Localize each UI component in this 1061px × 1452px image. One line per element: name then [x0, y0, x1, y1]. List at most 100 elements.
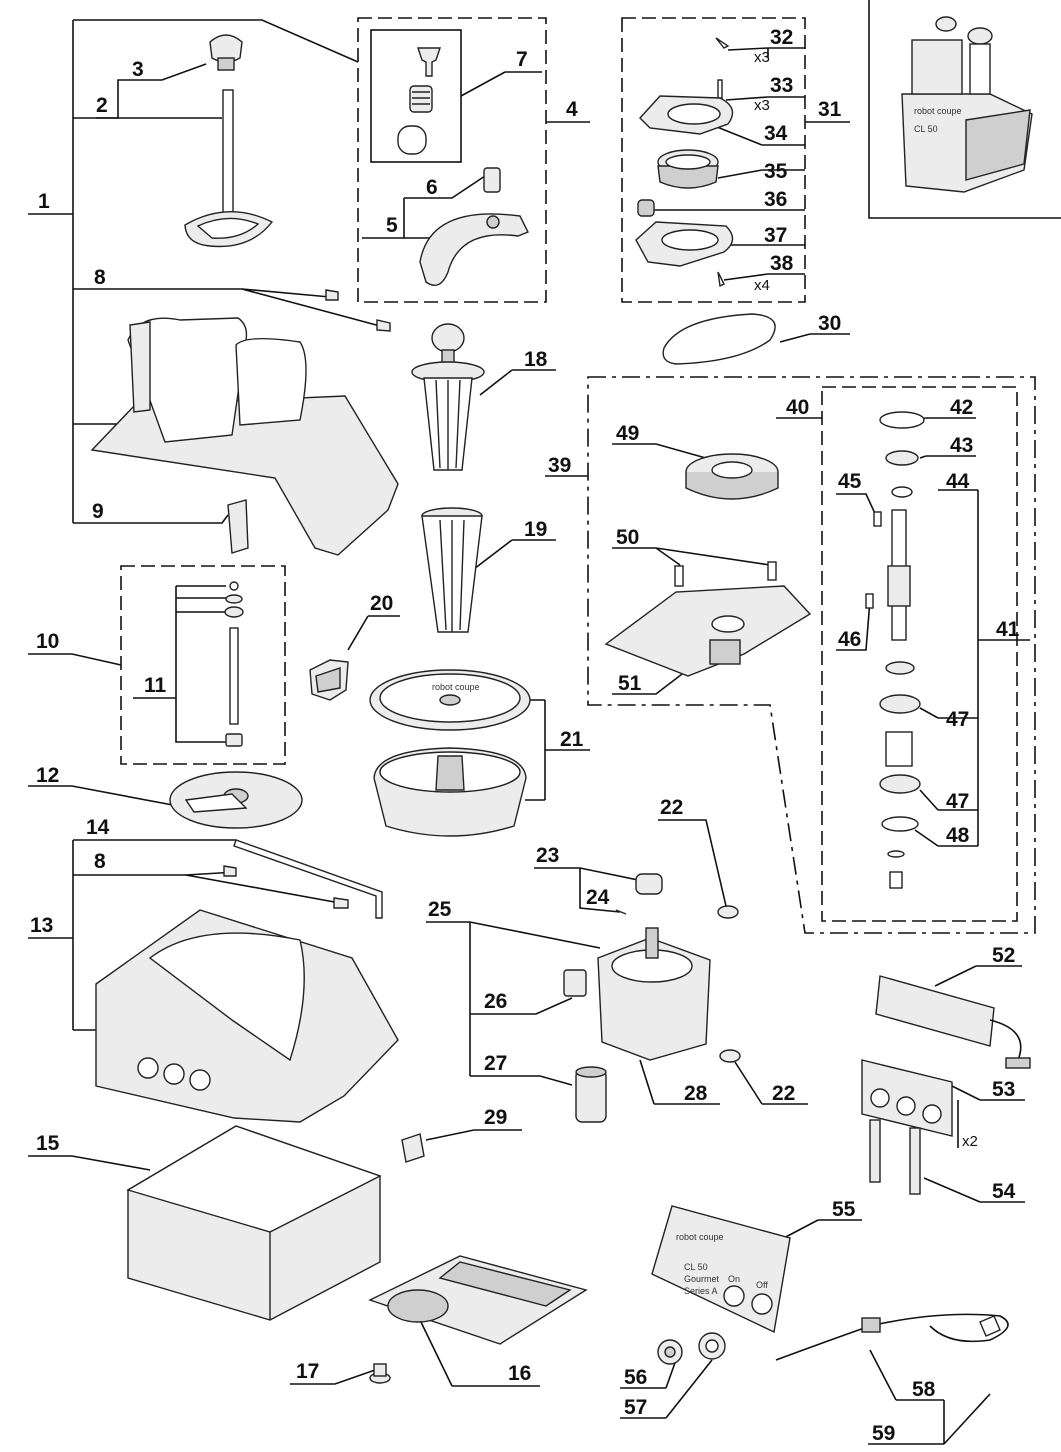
part-plate-51	[604, 585, 812, 677]
qty-38: x4	[754, 277, 770, 294]
part-housing-13	[95, 909, 399, 1123]
part-head-body	[90, 317, 399, 556]
callout-53: 53	[992, 1078, 1015, 1101]
callout-2: 2	[96, 94, 108, 117]
callout-29: 29	[484, 1106, 507, 1129]
inset-machine-illustration: robot coupe CL 50	[901, 16, 1033, 193]
panel-series: Series A	[684, 1286, 718, 1296]
part-front-panel-55: robot coupe CL 50 Gourmet Series A On Of…	[651, 1205, 791, 1334]
panel-on-label: On	[728, 1274, 740, 1284]
callout-17: 17	[296, 1360, 319, 1383]
callout-9: 9	[92, 500, 104, 523]
callout-50: 50	[616, 526, 639, 549]
inset-model: CL 50	[914, 124, 938, 134]
callout-4: 4	[566, 98, 578, 121]
part-assembly-31	[635, 37, 734, 288]
part-pusher-18	[411, 323, 485, 471]
callout-35: 35	[764, 160, 788, 183]
panel-line: Gourmet	[684, 1274, 720, 1284]
callout-47-lower: 47	[946, 790, 969, 813]
part-capacitor-27	[575, 1066, 607, 1123]
callout-47-upper: 47	[946, 708, 969, 731]
part-spacer-22-upper	[717, 905, 739, 919]
callout-43: 43	[950, 434, 973, 457]
part-rod-14	[233, 839, 383, 919]
callout-26: 26	[484, 990, 507, 1013]
callout-15: 15	[36, 1132, 60, 1155]
part-buttons-56-57	[657, 1332, 726, 1365]
callout-22-upper: 22	[660, 796, 683, 819]
callout-37: 37	[764, 224, 787, 247]
callout-44: 44	[946, 470, 970, 493]
inset-brand: robot coupe	[914, 106, 962, 116]
part-assembly-7	[397, 47, 441, 155]
callout-18: 18	[524, 348, 548, 371]
part-connector-29	[401, 1133, 425, 1163]
callout-38: 38	[770, 252, 794, 275]
panel-brand: robot coupe	[676, 1232, 724, 1242]
part-shaft-11	[224, 581, 244, 747]
part-switch-plate-53	[861, 1059, 953, 1137]
callout-22-lower: 22	[772, 1082, 795, 1105]
inset-frame	[868, 0, 1061, 219]
part-lid-bowl-21: robot coupe	[369, 669, 531, 837]
group-box-10	[120, 565, 286, 765]
callout-42: 42	[950, 396, 973, 419]
callout-21: 21	[560, 728, 584, 751]
lid-brand-text: robot coupe	[432, 682, 480, 692]
callout-3: 3	[132, 58, 144, 81]
panel-off-label: Off	[756, 1280, 768, 1290]
part-bolts-8-upper	[325, 289, 391, 332]
callout-41: 41	[996, 618, 1020, 641]
callout-36: 36	[764, 188, 787, 211]
callout-34: 34	[764, 122, 788, 145]
part-spacer-22-lower	[719, 1049, 741, 1063]
callout-49: 49	[616, 422, 639, 445]
callout-8-upper: 8	[94, 266, 106, 289]
callout-58: 58	[912, 1378, 936, 1401]
callout-32: 32	[770, 26, 793, 49]
part-knob-3	[209, 34, 243, 71]
callout-12: 12	[36, 764, 59, 787]
callout-59: 59	[872, 1422, 895, 1445]
part-arm-5	[419, 167, 529, 286]
part-switch-26	[563, 969, 587, 997]
callout-19: 19	[524, 518, 547, 541]
part-pusher-19	[421, 507, 483, 633]
callout-55: 55	[832, 1198, 856, 1221]
callout-27: 27	[484, 1052, 507, 1075]
callout-39: 39	[548, 454, 571, 477]
panel-model: CL 50	[684, 1262, 708, 1272]
part-strips-54	[869, 1119, 921, 1195]
callout-54: 54	[992, 1180, 1016, 1203]
part-pulley-49	[685, 453, 779, 500]
callout-8-lower: 8	[94, 850, 106, 873]
part-pusher-shaft-2	[184, 89, 274, 248]
part-bracket-20	[309, 659, 349, 701]
part-belt-30	[662, 313, 776, 365]
part-disc-12	[169, 771, 303, 829]
callout-52: 52	[992, 944, 1015, 967]
group-box-40	[821, 386, 1018, 922]
callout-45: 45	[838, 470, 862, 493]
callout-23: 23	[536, 844, 559, 867]
callout-5: 5	[386, 214, 398, 237]
callout-14: 14	[86, 816, 110, 839]
part-gear-23	[615, 873, 663, 915]
part-foot-17	[369, 1363, 391, 1384]
callout-30: 30	[818, 312, 841, 335]
callout-16: 16	[508, 1362, 531, 1385]
callout-57: 57	[624, 1396, 647, 1419]
part-clip-9	[227, 499, 249, 554]
qty-53: x2	[962, 1133, 978, 1150]
callout-10: 10	[36, 630, 59, 653]
callout-labels: 1 2 3 4 5 6 7 8 8 9 10 11 12 13 14 15 16…	[30, 26, 1020, 1445]
qty-33: x3	[754, 97, 770, 114]
callout-13: 13	[30, 914, 53, 937]
part-motor-25	[597, 927, 711, 1061]
callout-20: 20	[370, 592, 393, 615]
callout-51: 51	[618, 672, 642, 695]
group-box-31	[621, 17, 806, 303]
callout-56: 56	[624, 1366, 647, 1389]
